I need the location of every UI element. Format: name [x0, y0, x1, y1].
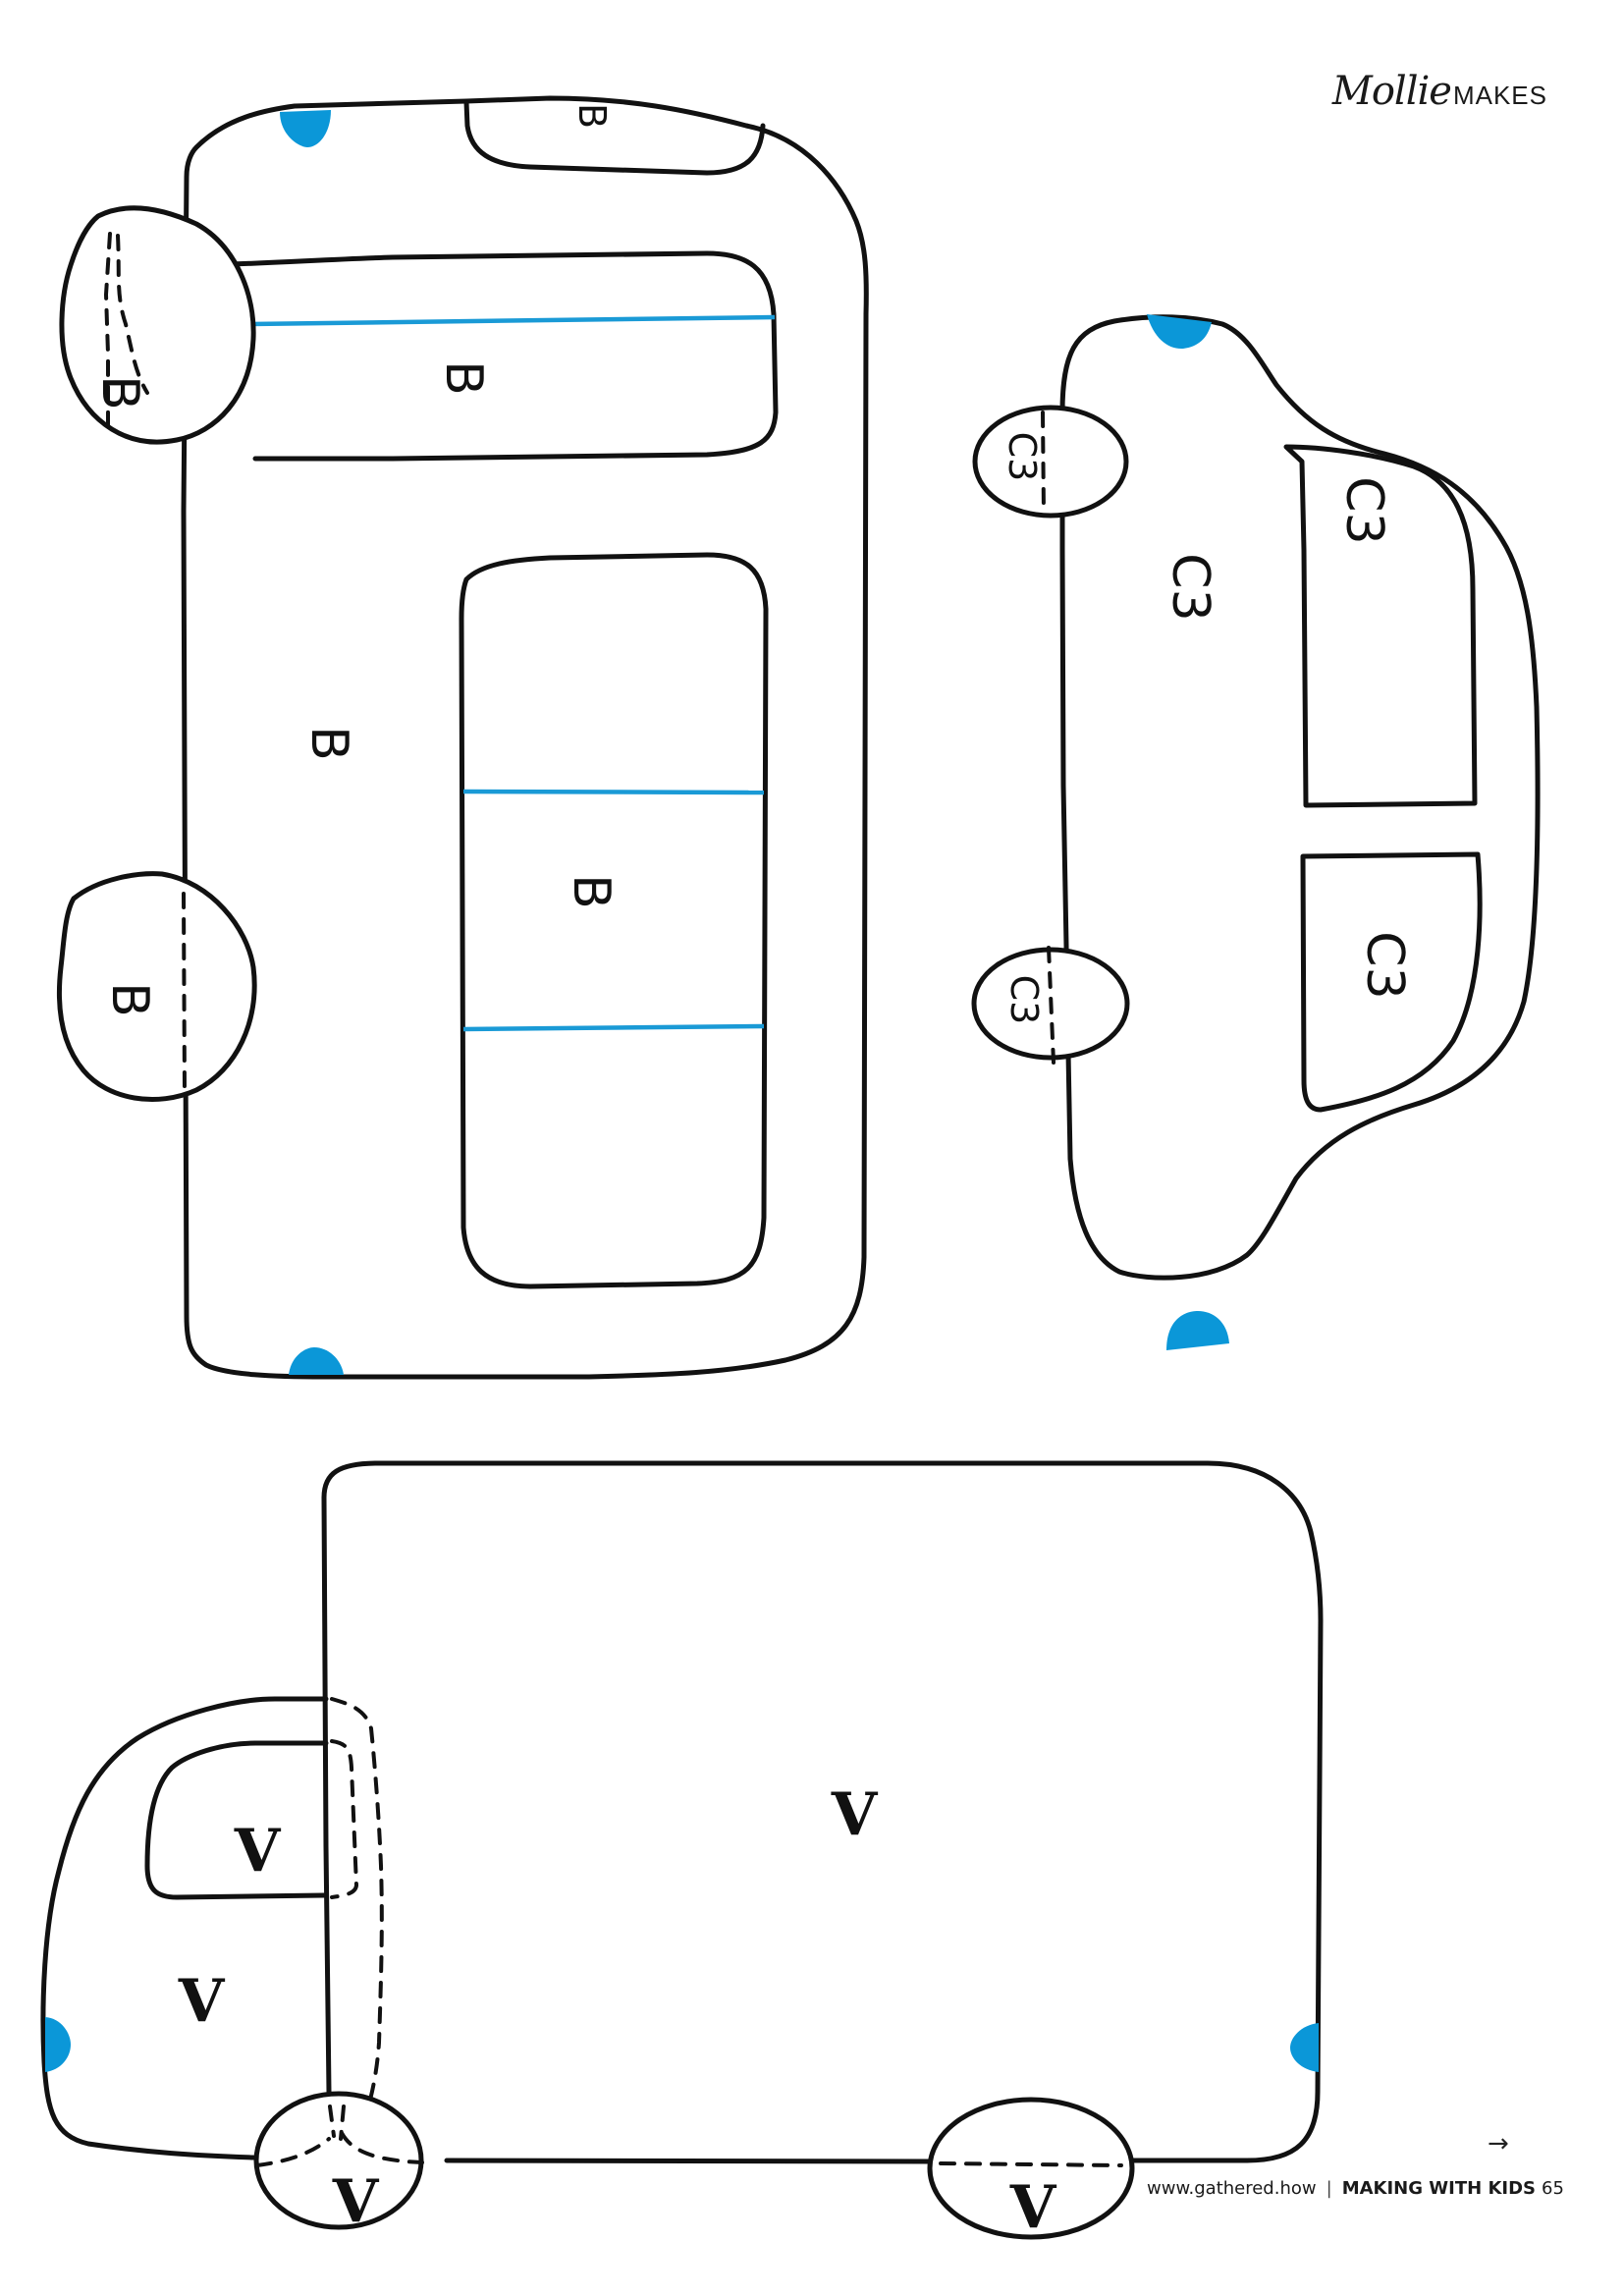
- van-label-cab: V: [178, 1967, 226, 2036]
- bus-wheel-2: [56, 871, 257, 1102]
- van-cargo-bottom-middle: [444, 2158, 936, 2164]
- van-label-wheel-1: V: [332, 2167, 380, 2236]
- van-cab-divider: [321, 1495, 332, 2095]
- car-label-wheel-2: C3: [1002, 975, 1046, 1025]
- car-label-wheel-1: C3: [1001, 432, 1044, 482]
- bus-marker-top: [280, 110, 331, 147]
- car-wheel-1-fold: [1041, 410, 1046, 515]
- van-marker-left: [45, 2017, 71, 2072]
- car-label-window-bottom: C3: [1355, 931, 1414, 999]
- page-footer: www.gathered.how | MAKING WITH KIDS 65: [1147, 2178, 1564, 2199]
- van-fold-outer: [330, 1697, 384, 2123]
- car-window-bottom: [1300, 851, 1483, 1113]
- van-cargo-outline: [321, 1460, 1324, 2163]
- bus-label-wheel-2: B: [100, 982, 159, 1017]
- bus-blue-line-1: [249, 314, 776, 327]
- bus-blue-line-2: [462, 789, 765, 795]
- bus-label-tab: B: [570, 103, 614, 129]
- van-marker-right: [1290, 2023, 1319, 2072]
- brand-word: MAKES: [1452, 81, 1547, 110]
- bus-body-outline: [181, 95, 869, 1380]
- van-wheel-2-fold: [939, 2161, 1123, 2167]
- car-window-top: [1283, 444, 1478, 808]
- bus-label-body: B: [299, 726, 358, 761]
- car-marker-bottom: [1166, 1311, 1229, 1350]
- footer-separator: |: [1326, 2178, 1332, 2199]
- bus-marker-bottom: [289, 1347, 344, 1375]
- van-cab-outline: [40, 1696, 329, 2160]
- car-template: C3 C3 C3 C3 C3: [971, 314, 1541, 1350]
- van-wheel-2: [927, 2097, 1135, 2240]
- next-page-arrow-icon: →: [1488, 2129, 1509, 2159]
- car-wheel-1: [972, 405, 1129, 519]
- car-label-body: C3: [1161, 553, 1219, 621]
- footer-page-number: 65: [1542, 2178, 1564, 2199]
- bus-upper-window: [184, 250, 779, 462]
- van-wheel-1-fold: [255, 2105, 424, 2167]
- footer-section: MAKING WITH KIDS: [1341, 2178, 1536, 2199]
- car-body-outline: [1059, 314, 1541, 1281]
- van-cab-window: [144, 1740, 329, 1900]
- van-label-window: V: [234, 1817, 282, 1886]
- bus-label-upper-window: B: [434, 360, 493, 396]
- van-label-wheel-2: V: [1009, 2173, 1057, 2242]
- brand-script: Mollie: [1331, 69, 1452, 114]
- van-template: V V V V V: [40, 1460, 1324, 2242]
- car-marker-top: [1147, 314, 1212, 350]
- bus-template: B B B B B B: [56, 95, 869, 1380]
- bus-blue-line-3: [462, 1023, 765, 1032]
- van-label-cargo: V: [831, 1780, 879, 1849]
- bus-wheel-1-fold: [103, 232, 149, 434]
- van-fold-inner: [330, 1739, 359, 1899]
- brand-logo: Mollie MAKES: [1332, 69, 1547, 114]
- bus-label-wheel-1: B: [90, 375, 149, 410]
- bus-lower-window: [459, 552, 769, 1289]
- bus-wheel-2-fold: [182, 892, 187, 1092]
- bus-label-lower-window: B: [562, 874, 621, 909]
- car-wheel-2-fold: [1047, 946, 1056, 1065]
- footer-url: www.gathered.how: [1147, 2178, 1317, 2199]
- car-label-window-top: C3: [1334, 476, 1393, 544]
- bus-top-tab: [463, 99, 766, 176]
